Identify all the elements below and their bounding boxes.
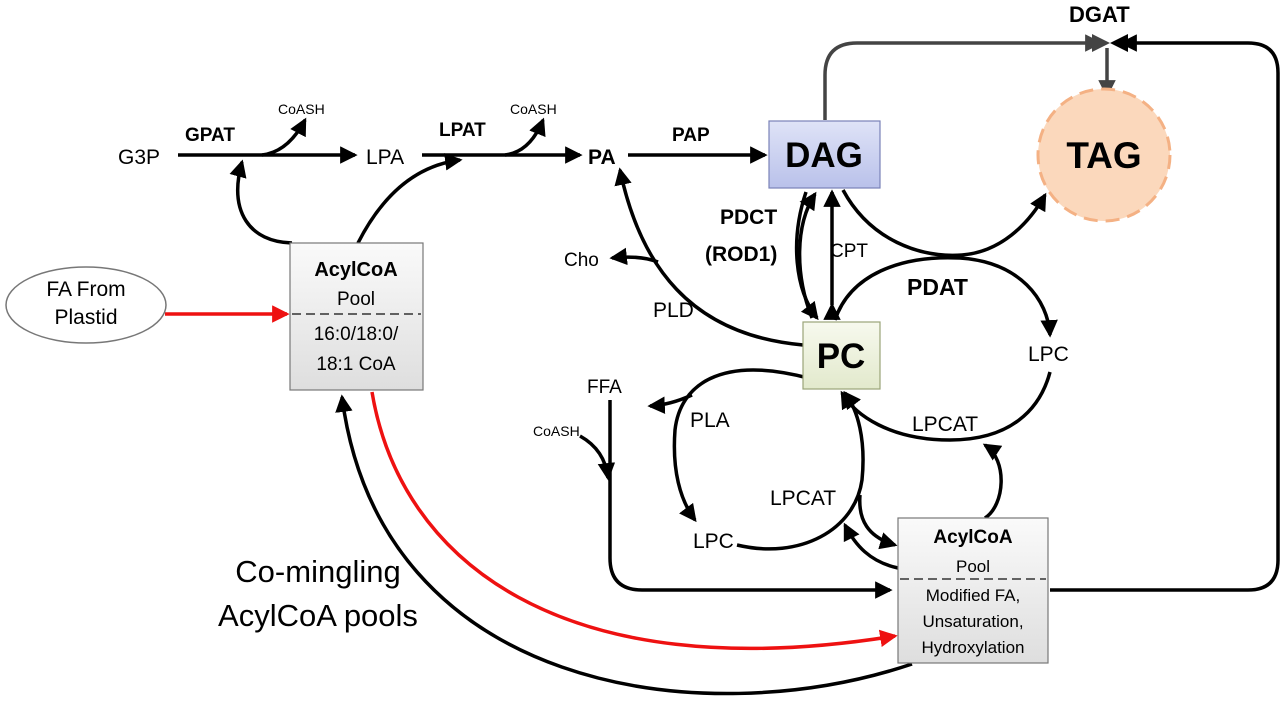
lpcat-upper-label: LPCAT: [912, 413, 978, 436]
edge-pld-to-cho: [609, 247, 659, 266]
dgat-junction-icon: [1092, 34, 1128, 52]
pa-label: PA: [588, 146, 616, 169]
tag-node: TAG: [1036, 87, 1172, 223]
pool-left-line-1: 16:0/18:0/: [314, 324, 399, 345]
pool-left-subtitle: Pool: [337, 289, 375, 310]
lpc-right-label: LPC: [1028, 343, 1069, 366]
pool-right-line-1: Modified FA,: [926, 586, 1021, 605]
lpa-label: LPA: [366, 146, 404, 169]
edge-coash-2: [504, 117, 546, 157]
edge-pool-to-dgat: [1050, 34, 1280, 592]
pool-left-title: AcylCoA: [314, 259, 397, 281]
pool-right-title: AcylCoA: [933, 527, 1012, 548]
edge-pdat-dag-to-tag: [841, 189, 1047, 258]
pdct-label-2: (ROD1): [705, 243, 777, 266]
pool-left-line-2: 18:1 CoA: [316, 354, 396, 375]
pool-right-line-2: Unsaturation,: [922, 612, 1023, 631]
edge-comingling-red: [370, 391, 898, 651]
edge-pld-pc-to-pa: [614, 167, 804, 347]
cpt-label: CPT: [830, 241, 868, 262]
pool-right-subtitle: Pool: [956, 557, 990, 576]
pla-label: PLA: [690, 409, 730, 432]
edge-pool-to-gpat: [229, 159, 293, 245]
fa-plastid-label-1: FA From: [46, 278, 125, 301]
lpat-label: LPAT: [439, 120, 486, 141]
edge-pla-pc-to-lpc: [672, 368, 809, 523]
edge-pool-to-lpat: [356, 153, 463, 244]
edge-pla-to-ffa: [647, 393, 693, 414]
g3p-label: G3P: [118, 146, 160, 169]
pc-node: PC: [802, 321, 881, 390]
coash-1-label: CoASH: [278, 101, 325, 117]
ffa-label: FFA: [587, 377, 622, 398]
edges: [165, 34, 1280, 696]
pap-label: PAP: [672, 125, 710, 146]
pc-label: PC: [817, 337, 866, 376]
fa-plastid-node: FA From Plastid: [5, 266, 167, 344]
coash-2-label: CoASH: [510, 101, 557, 117]
acylcoa-pool-left: AcylCoA Pool 16:0/18:0/ 18:1 CoA: [289, 242, 424, 391]
edge-lpcat-lower-lpc-to-pc: [736, 390, 865, 551]
edge-ffa-to-pool: [608, 400, 893, 599]
edge-pool-to-lpcat-upper: [982, 443, 1003, 520]
edge-coash-1: [261, 117, 307, 157]
cho-label: Cho: [564, 250, 599, 271]
tag-label: TAG: [1066, 135, 1141, 176]
caption-line-1: Co-mingling: [235, 554, 400, 589]
dgat-label: DGAT: [1069, 2, 1130, 27]
acylcoa-pool-right: AcylCoA Pool Modified FA, Unsaturation, …: [897, 517, 1049, 664]
dag-label: DAG: [785, 136, 863, 175]
coash-3-label: CoASH: [533, 423, 580, 439]
pdat-label: PDAT: [907, 274, 968, 300]
pool-right-line-3: Hydroxylation: [922, 638, 1025, 657]
edge-pdat-pc-to-lpc: [833, 255, 1058, 338]
fa-plastid-label-2: Plastid: [54, 306, 117, 329]
dag-node: DAG: [768, 120, 881, 189]
lpcat-lower-label: LPCAT: [770, 487, 836, 510]
edge-pdct-pc-to-dag: [797, 191, 817, 319]
edge-lpcat-upper-lpc-to-pc: [840, 371, 1052, 442]
edge-pool-to-lpcat-lower: [843, 522, 899, 570]
edge-lpcat-lower-to-pool: [858, 494, 898, 550]
pdct-label-1: PDCT: [720, 206, 777, 229]
caption-line-2: AcylCoA pools: [218, 598, 418, 633]
edge-dag-to-dgat: [823, 34, 1103, 120]
edge-comingling-black: [335, 394, 913, 696]
labels: G3P GPAT CoASH LPA LPAT CoASH PA PAP DGA…: [118, 2, 1130, 633]
pld-label: PLD: [653, 299, 694, 322]
gpat-label: GPAT: [185, 125, 235, 146]
lpc-bottom-label: LPC: [693, 530, 734, 553]
edge-coash-3: [579, 434, 616, 481]
